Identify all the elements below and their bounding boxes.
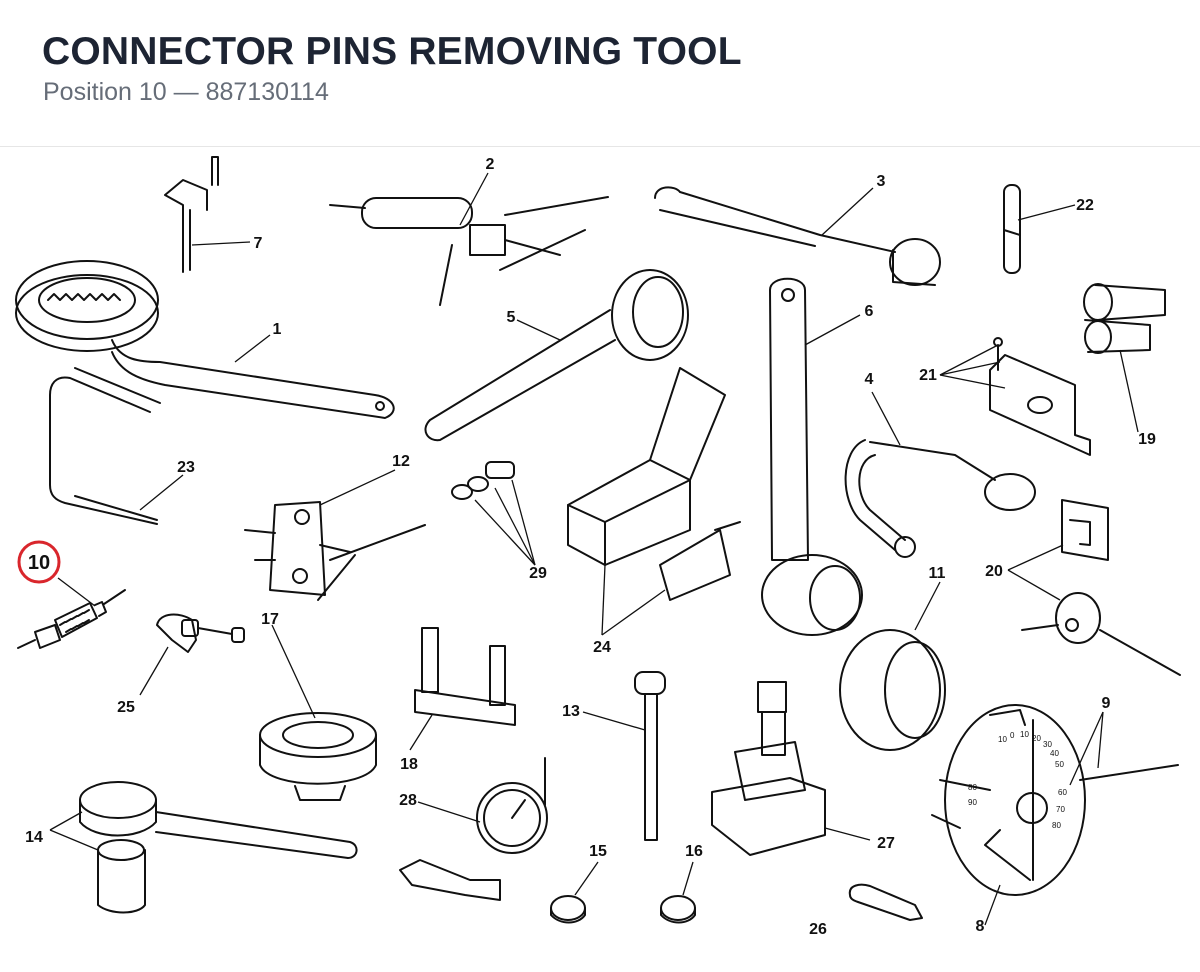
callout-26: 26	[809, 921, 827, 938]
tool-16-knurled-nut	[660, 895, 696, 924]
gauge-scale: 10 0 10 20 30 40 50 60 70 80 90 80	[968, 730, 1067, 830]
callout-18: 18	[400, 756, 418, 773]
tool-15-knurled-nut	[550, 895, 586, 924]
highlight-ring	[17, 540, 61, 584]
callout-19: 19	[1138, 431, 1156, 448]
tool-4-crank	[844, 439, 1036, 558]
callout-25: 25	[117, 699, 135, 716]
scale-mark: 10	[1020, 730, 1029, 739]
tool-29-clips	[451, 461, 515, 500]
callout-2: 2	[486, 156, 495, 173]
tool-23-bent-rod	[49, 367, 161, 525]
tool-10-pin-removing-tool	[17, 589, 126, 649]
callout-9: 9	[1102, 695, 1111, 712]
tool-18-fork-gauge	[414, 627, 516, 726]
tool-25-clamp-bolt	[156, 613, 245, 653]
callout-11: 11	[929, 565, 946, 582]
callout-27: 27	[877, 835, 895, 852]
callout-3: 3	[877, 173, 886, 190]
callout-28: 28	[399, 792, 417, 809]
header: CONNECTOR PINS REMOVING TOOL Position 10…	[0, 0, 1200, 147]
callout-7: 7	[254, 235, 263, 252]
tool-21-bracket	[989, 337, 1091, 456]
page-title: CONNECTOR PINS REMOVING TOOL	[42, 30, 742, 73]
tool-9-degree-wheel	[931, 704, 1179, 896]
scale-mark: 50	[1055, 760, 1064, 769]
tool-17-socket	[259, 712, 377, 801]
callout-17: 17	[261, 611, 279, 628]
scale-mark: 80	[968, 783, 977, 792]
tool-5-strap-wrench	[424, 269, 689, 442]
tool-14-wrench-socket	[79, 781, 358, 914]
callout-14: 14	[25, 829, 43, 846]
scale-mark: 80	[1052, 821, 1061, 830]
callout-12: 12	[392, 453, 410, 470]
callout-10: 10	[28, 552, 50, 574]
callout-6: 6	[865, 303, 874, 320]
tool-12-puller-plate	[244, 501, 426, 601]
scale-mark: 40	[1050, 749, 1059, 758]
callouts: 10 1 2 3 4 5 6 7 8 9 11 12 13 14 15 16 1…	[25, 156, 1156, 938]
tool-28-dial-indicator	[399, 757, 548, 901]
callout-29: 29	[529, 565, 547, 582]
tool-1-ring-spanner	[15, 260, 395, 419]
callout-16: 16	[685, 843, 703, 860]
scale-mark: 0	[1010, 731, 1015, 740]
callout-13: 13	[562, 703, 580, 720]
callout-20: 20	[985, 563, 1003, 580]
tool-19-split-bushing	[1083, 283, 1166, 354]
callout-21: 21	[919, 367, 937, 384]
scale-mark: 60	[1058, 788, 1067, 797]
tool-20-plate-cam	[1021, 499, 1181, 676]
callout-23: 23	[177, 459, 195, 476]
callout-8: 8	[976, 918, 985, 935]
tool-22-roll-pin	[1003, 184, 1021, 274]
page-subtitle: Position 10 — 887130114	[43, 78, 329, 106]
scale-mark: 70	[1056, 805, 1065, 814]
tool-24-gauge-box	[567, 367, 741, 601]
scale-mark: 90	[968, 798, 977, 807]
tool-11-ring-collar	[839, 629, 946, 751]
tool-6-flywheel-holder	[761, 277, 863, 636]
scale-mark: 30	[1043, 740, 1052, 749]
callout-22: 22	[1076, 197, 1094, 214]
tool-3-slide-hammer	[654, 186, 941, 286]
tools-diagram: 10 0 10 20 30 40 50 60 70 80 90 80 10 1 …	[15, 156, 1181, 938]
scale-mark: 20	[1032, 734, 1041, 743]
callout-24: 24	[593, 639, 611, 656]
callout-4: 4	[865, 371, 874, 388]
tool-13-pin-punch	[634, 671, 666, 841]
callout-15: 15	[589, 843, 607, 860]
scale-mark: 10	[998, 735, 1007, 744]
callout-5: 5	[507, 309, 516, 326]
tool-26-pin	[848, 883, 923, 921]
callout-1: 1	[273, 321, 282, 338]
tool-7-hex-key	[164, 156, 219, 273]
tool-2-bar-puller	[329, 196, 609, 306]
tool-27-press-tool	[711, 681, 826, 856]
